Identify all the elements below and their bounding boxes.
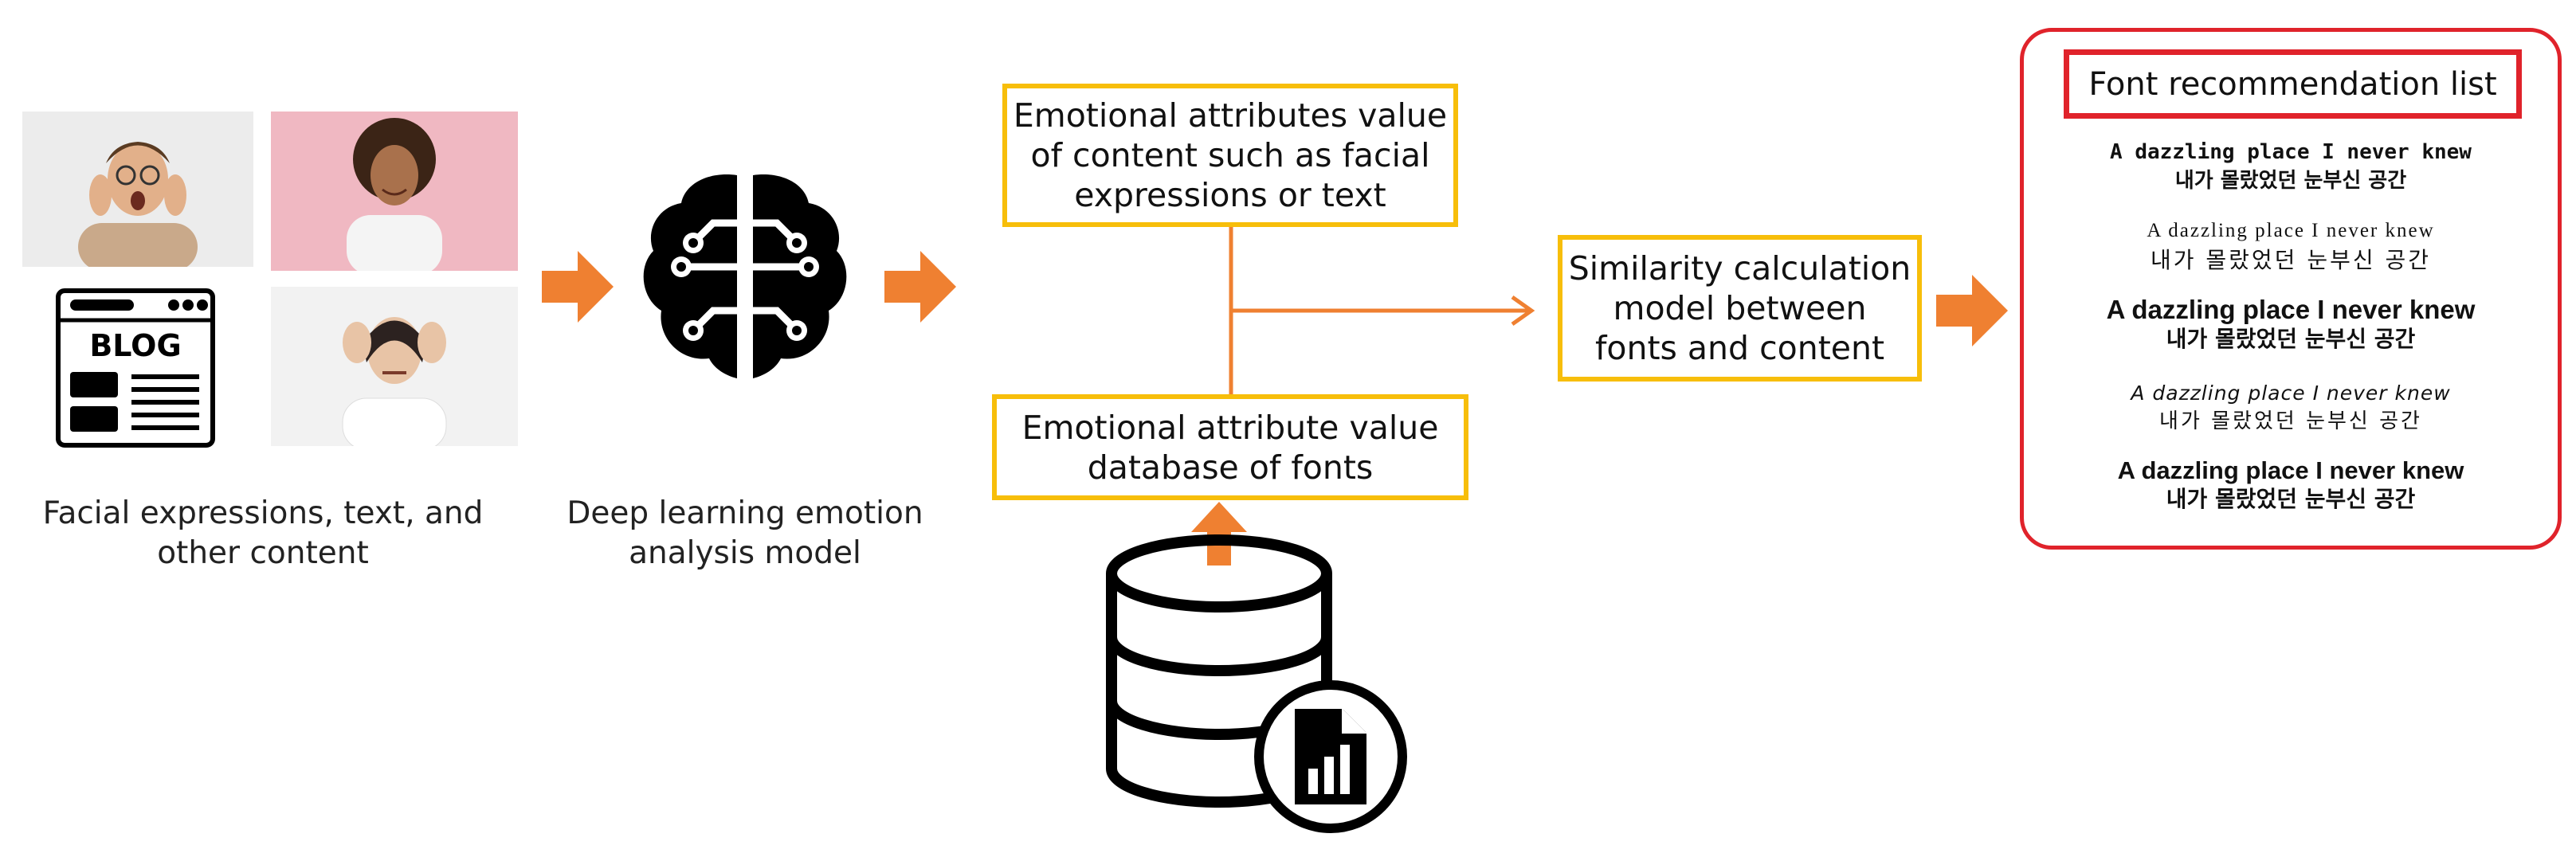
photo-surprised-man — [22, 112, 253, 267]
model-caption: Deep learning emotion analysis model — [567, 495, 923, 571]
font-sample-1: A dazzling place I never knew 내가 몰랐었던 눈부… — [2110, 140, 2472, 193]
arrow-up-icon — [1191, 502, 1247, 566]
font-database-box: Emotional attribute value database of fo… — [992, 394, 1468, 500]
database-icon — [1106, 534, 1407, 833]
recommendation-title: Font recommendation list — [2064, 49, 2522, 119]
blog-label: BLOG — [89, 328, 182, 363]
font-sample-5: A dazzling place I never knew 내가 몰랐었던 눈부… — [2117, 456, 2464, 512]
recommendation-panel: Font recommendation list A dazzling plac… — [2020, 28, 2562, 550]
arrow-right-icon-3 — [1936, 275, 2008, 346]
font-sample-4: A dazzling place I never knew 내가 몰랐었던 눈부… — [2131, 382, 2451, 433]
font-sample-3: A dazzling place I never knew 내가 몰랐었던 눈부… — [2106, 295, 2476, 352]
arrow-right-icon-2 — [884, 251, 956, 323]
connector-lines — [1229, 227, 1535, 394]
font-sample-2: A dazzling place I never knew 내가 몰랐었던 눈부… — [2147, 220, 2435, 273]
photo-smiling-woman — [271, 112, 518, 271]
surprised-man-illustration — [78, 142, 198, 267]
content-caption: Facial expressions, text, and other cont… — [42, 495, 484, 571]
stressed-woman-illustration — [342, 317, 447, 446]
blog-icon: BLOG — [56, 288, 215, 448]
smiling-woman-illustration — [347, 118, 442, 271]
arrow-right-icon-1 — [542, 251, 614, 323]
brain-circuit-icon — [643, 167, 847, 382]
content-attributes-box: Emotional attributes value of content su… — [1002, 84, 1458, 227]
photo-stressed-woman — [271, 287, 518, 446]
similarity-model-box: Similarity calculation model between fon… — [1558, 235, 1922, 382]
